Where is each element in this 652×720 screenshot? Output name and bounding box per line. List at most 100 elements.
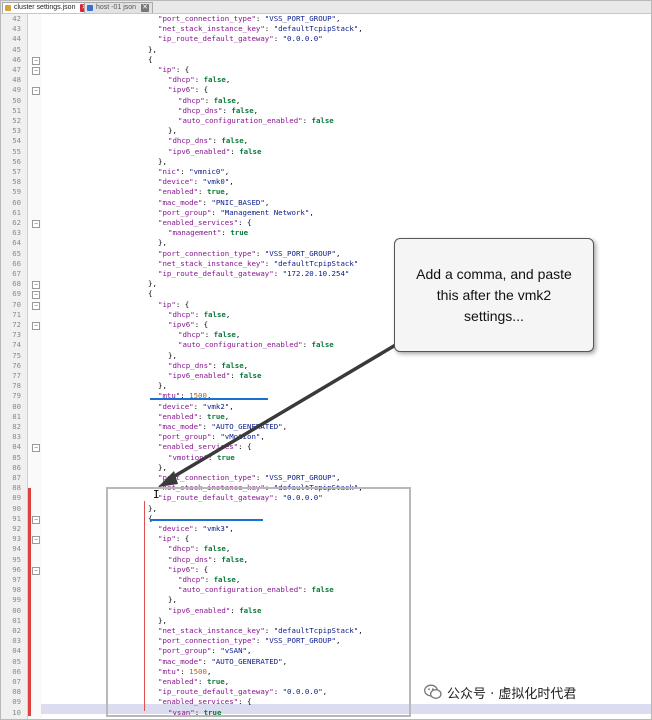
code-token: "ip_route_default_gateway" — [158, 269, 274, 278]
code-line[interactable]: "port_connection_type": "VSS_PORT_GROUP"… — [158, 636, 340, 646]
code-line[interactable]: "port_connection_type": "VSS_PORT_GROUP"… — [158, 473, 340, 483]
code-line[interactable]: "dhcp_dns": false, — [168, 555, 248, 565]
code-line[interactable]: "ipv6_enabled": false — [168, 147, 261, 157]
code-line[interactable]: "ip_route_default_gateway": "0.0.0.0", — [158, 687, 327, 697]
code-line[interactable]: "management": true — [168, 228, 248, 238]
code-line[interactable]: "port_group": "Management Network", — [158, 208, 314, 218]
fold-toggle-icon[interactable]: − — [32, 515, 40, 524]
fold-toggle-icon[interactable]: − — [32, 87, 40, 96]
fold-toggle-icon[interactable]: − — [32, 322, 40, 330]
code-line[interactable]: "ipv6": { — [168, 565, 208, 575]
code-token: false — [213, 575, 236, 584]
code-token: "ipv6_enabled" — [168, 371, 231, 380]
code-line[interactable]: "enabled": true, — [158, 412, 229, 422]
code-line[interactable]: }, — [148, 504, 157, 514]
code-line[interactable]: "enabled": true, — [158, 187, 229, 197]
code-line[interactable]: "auto_configuration_enabled": false — [178, 340, 334, 350]
code-token: : { — [175, 65, 190, 74]
code-line[interactable]: "ip_route_default_gateway": "172.20.10.2… — [158, 269, 349, 279]
code-line[interactable]: "dhcp_dns": false, — [178, 106, 258, 116]
code-line[interactable]: "net_stack_instance_key": "defaultTcpipS… — [158, 24, 363, 34]
code-line[interactable]: "dhcp": false, — [168, 544, 230, 554]
code-line[interactable]: "auto_configuration_enabled": false — [178, 585, 334, 595]
code-token: "dhcp_dns" — [168, 360, 213, 370]
code-line[interactable]: "port_group": "vMotion", — [158, 432, 265, 442]
code-line[interactable]: "dhcp_dns": false, — [168, 361, 248, 371]
fold-toggle-icon[interactable]: − — [32, 67, 40, 75]
close-icon[interactable]: ✕ — [141, 4, 150, 12]
line-number: 89 — [12, 493, 21, 503]
code-line[interactable]: "ip": { — [158, 65, 189, 75]
code-line[interactable]: "ipv6": { — [168, 85, 208, 95]
code-line[interactable]: "nic": "vmnic0", — [158, 167, 229, 177]
fold-toggle-icon[interactable]: − — [32, 281, 40, 290]
code-line[interactable]: "net_stack_instance_key": "defaultTcpipS… — [158, 259, 358, 269]
code-line[interactable]: "dhcp": false, — [168, 310, 230, 320]
code-line[interactable]: "ip": { — [158, 300, 189, 310]
tab-host-json[interactable]: host -01 json ✕ — [84, 2, 154, 13]
code-line[interactable]: "ip": { — [158, 534, 189, 544]
code-line[interactable]: } — [158, 718, 162, 719]
code-line[interactable]: "enabled_services": { — [158, 218, 251, 228]
code-line[interactable]: "mtu": 1500, — [158, 667, 211, 677]
code-line[interactable]: "port_group": "vSAN", — [158, 646, 251, 656]
code-line[interactable]: }, — [168, 126, 177, 136]
code-token: : — [202, 656, 212, 666]
code-line[interactable]: "ipv6": { — [168, 320, 208, 330]
fold-toggle-icon[interactable]: − — [32, 301, 40, 310]
code-line[interactable]: "device": "vmk3", — [158, 524, 234, 534]
code-line[interactable]: "enabled_services": { — [158, 442, 251, 452]
code-line[interactable]: "vsan": true — [168, 708, 221, 718]
fold-toggle-icon[interactable]: − — [32, 444, 40, 453]
code-line[interactable]: }, — [158, 157, 167, 167]
code-line[interactable]: "net_stack_instance_key": "defaultTcpipS… — [158, 626, 363, 636]
tab-cluster-settings[interactable]: cluster settings.json ✕ — [2, 2, 93, 13]
code-line[interactable]: "ip_route_default_gateway": "0.0.0.0" — [158, 493, 323, 503]
code-line[interactable]: { — [148, 514, 152, 524]
code-line[interactable]: "dhcp": false, — [178, 96, 240, 106]
code-token: : — [255, 14, 265, 23]
code-line[interactable]: "ipv6_enabled": false — [168, 371, 261, 381]
code-token: "port_group" — [158, 207, 212, 217]
code-line[interactable]: { — [148, 289, 152, 299]
code-line[interactable]: "vmotion": true — [168, 453, 235, 463]
fold-toggle-icon[interactable]: − — [32, 220, 40, 228]
fold-toggle-icon[interactable]: − — [32, 291, 40, 300]
code-line[interactable]: "mac_mode": "PNIC_BASED", — [158, 198, 269, 208]
code-line[interactable]: "mac_mode": "AUTO_GENERATED", — [158, 657, 287, 667]
code-token: }, — [158, 156, 167, 166]
fold-toggle-icon[interactable]: − — [32, 566, 40, 575]
code-line[interactable]: }, — [158, 616, 167, 626]
code-line[interactable]: "mac_mode": "AUTO_GENERATED", — [158, 422, 287, 432]
code-line[interactable]: "enabled": true, — [158, 677, 229, 687]
code-line[interactable]: "dhcp": false, — [178, 330, 240, 340]
code-line[interactable]: "ipv6_enabled": false — [168, 606, 261, 616]
code-line[interactable]: "dhcp_dns": false, — [168, 136, 248, 146]
code-token: , — [336, 636, 341, 646]
code-line[interactable]: "port_connection_type": "VSS_PORT_GROUP"… — [158, 249, 340, 259]
fold-toggle-icon[interactable]: − — [32, 536, 40, 545]
code-line[interactable]: }, — [168, 595, 177, 605]
code-line[interactable]: "ip_route_default_gateway": "0.0.0.0" — [158, 34, 323, 44]
code-line[interactable]: "dhcp": false, — [178, 575, 240, 585]
code-line[interactable]: { — [148, 55, 152, 65]
code-token: : — [194, 707, 204, 717]
code-token: , — [282, 656, 288, 666]
code-token: "enabled" — [158, 187, 199, 197]
code-line[interactable]: }, — [148, 279, 157, 289]
fold-toggle-icon[interactable]: − — [32, 56, 40, 65]
code-line[interactable]: }, — [158, 463, 167, 473]
code-line[interactable]: }, — [158, 381, 167, 391]
code-line[interactable]: "dhcp": false, — [168, 75, 230, 85]
code-line[interactable]: "device": "vmk0", — [158, 177, 234, 187]
code-line[interactable]: "auto_configuration_enabled": false — [178, 116, 334, 126]
code-line[interactable]: }, — [158, 238, 167, 248]
code-line[interactable]: "device": "vmk2", — [158, 402, 234, 412]
code-line[interactable]: "enabled_services": { — [158, 697, 251, 707]
code-line[interactable]: }, — [168, 351, 177, 361]
code-token: "port_group" — [158, 646, 212, 656]
code-line[interactable]: }, — [148, 45, 157, 55]
code-line[interactable]: "port_connection_type": "VSS_PORT_GROUP"… — [158, 14, 340, 24]
code-token: "VSS_PORT_GROUP" — [264, 636, 336, 646]
code-token: "auto_configuration_enabled" — [178, 585, 303, 595]
